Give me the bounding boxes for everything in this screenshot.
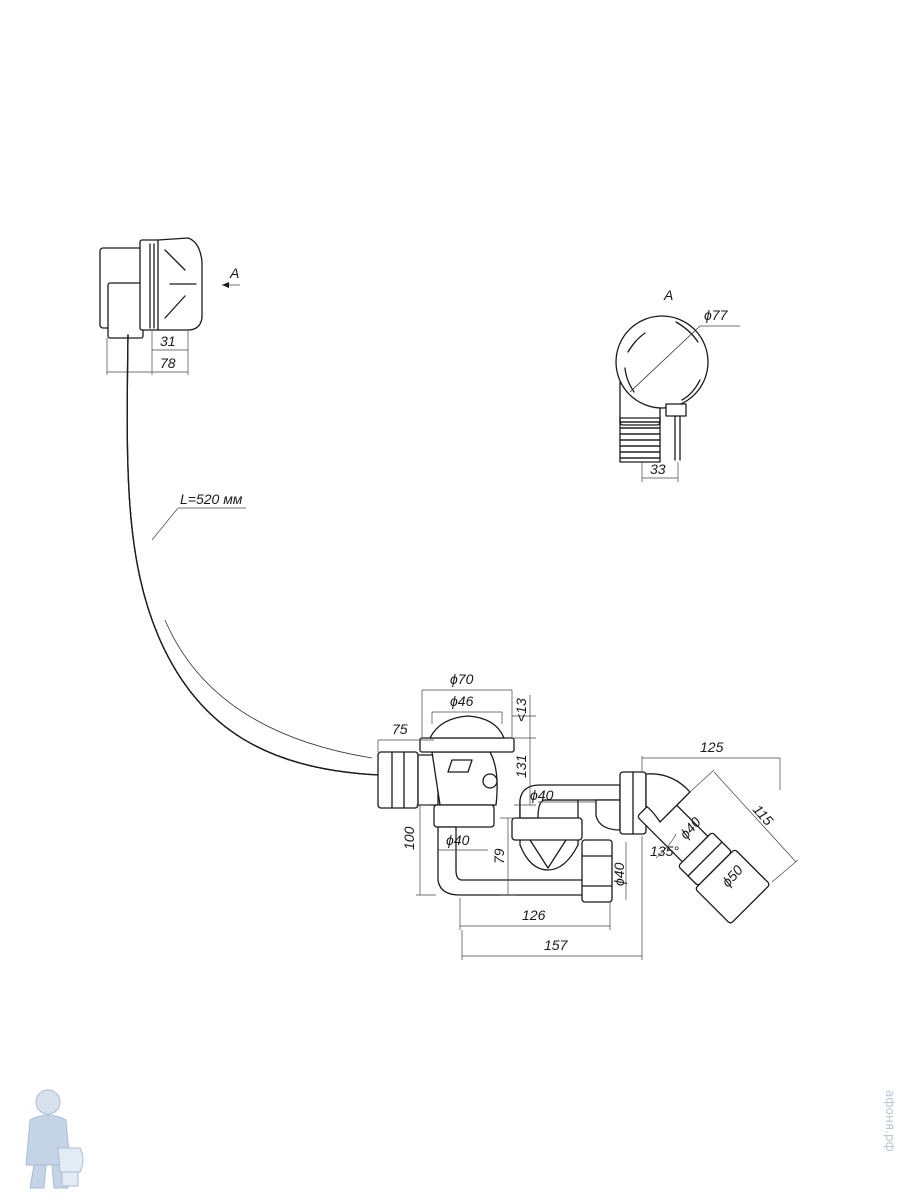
dim-115: 115 [750, 801, 777, 828]
corrugated-hose [126, 334, 381, 776]
siphon-dimensions: ϕ70 ϕ46 <13 131 75 100 ϕ40 79 ϕ40 [377, 671, 799, 960]
dim-131: 131 [513, 755, 529, 778]
dim-100: 100 [401, 826, 417, 850]
plumber-mascot-logo [25, 1089, 84, 1189]
dim-40c: ϕ40 [611, 862, 627, 886]
dim-31: 31 [160, 333, 176, 349]
dim-77: ϕ77 [704, 307, 729, 323]
dim-157: 157 [544, 937, 569, 953]
dim-70: ϕ70 [450, 671, 474, 687]
hose-length: L=520 мм [180, 491, 243, 507]
dim-33: 33 [650, 461, 666, 477]
dim-40a: ϕ40 [446, 832, 470, 848]
hose-length-callout: L=520 мм [151, 491, 246, 541]
dim-135: 135° [650, 843, 679, 859]
dim-75: 75 [392, 721, 408, 737]
view-label: A [663, 287, 673, 303]
view-arrow-label: A [229, 265, 239, 281]
dim-overflow: 31 78 [106, 330, 189, 375]
dim-126: 126 [522, 907, 546, 923]
dim-40b: ϕ40 [530, 787, 554, 803]
dim-13: <13 [513, 698, 529, 722]
siphon [377, 715, 770, 924]
watermark: афоня.рф [883, 1090, 897, 1152]
dim-78: 78 [160, 355, 176, 371]
overflow-head [99, 237, 203, 339]
dim-46: ϕ46 [450, 693, 474, 709]
view-arrow: A [222, 265, 240, 288]
dim-125: 125 [700, 739, 724, 755]
dim-79: 79 [491, 848, 507, 864]
view-a: A ϕ77 33 [615, 287, 740, 482]
